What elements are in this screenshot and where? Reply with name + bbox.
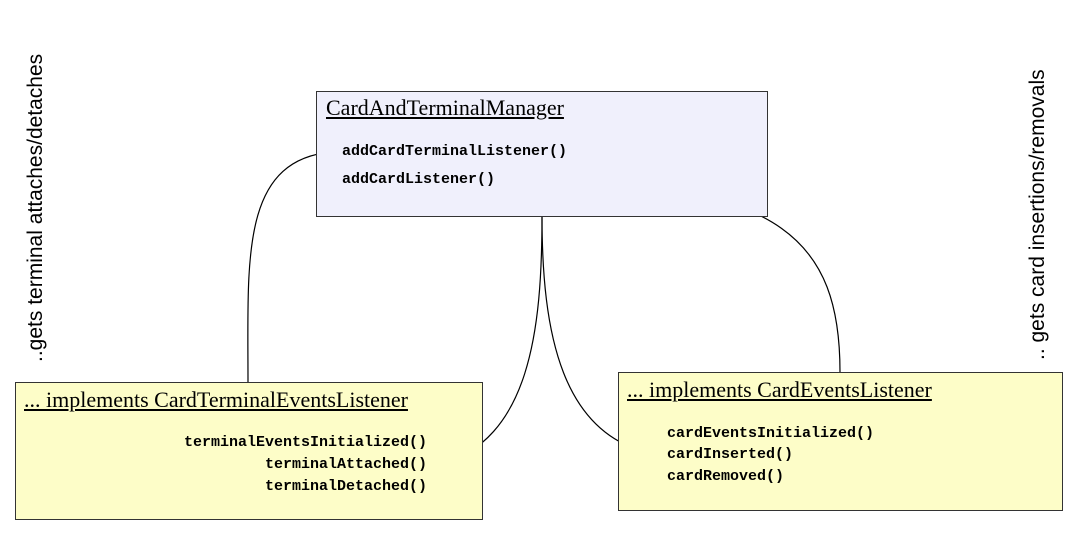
method-addcardterminallistener: addCardTerminalListener() [342, 143, 568, 160]
method-cardremoved: cardRemoved() [667, 468, 785, 485]
method-terminaldetached: terminalDetached() [264, 478, 427, 495]
method-terminaleventsinitialized: terminalEventsInitialized() [183, 434, 427, 451]
card-listener-title: ... implements CardEventsListener [627, 377, 932, 402]
manager-title: CardAndTerminalManager [326, 95, 564, 120]
method-terminalattached: terminalAttached() [264, 456, 427, 473]
manager-box [316, 91, 768, 217]
method-cardeventsinitialized: cardEventsInitialized() [667, 425, 875, 442]
terminal-listener-box [15, 382, 483, 520]
right-side-label: .. gets card insertions/removals [1026, 69, 1049, 360]
card-listener-box [618, 372, 1063, 511]
method-addcardlistener: addCardListener() [342, 171, 496, 188]
method-cardinserted: cardInserted() [667, 446, 794, 463]
left-side-label: ..gets terminal attaches/detaches [24, 53, 47, 362]
connector-terminal-to-addcardterminallistener [247, 148, 333, 383]
terminal-listener-title: ... implements CardTerminalEventsListene… [24, 387, 408, 412]
